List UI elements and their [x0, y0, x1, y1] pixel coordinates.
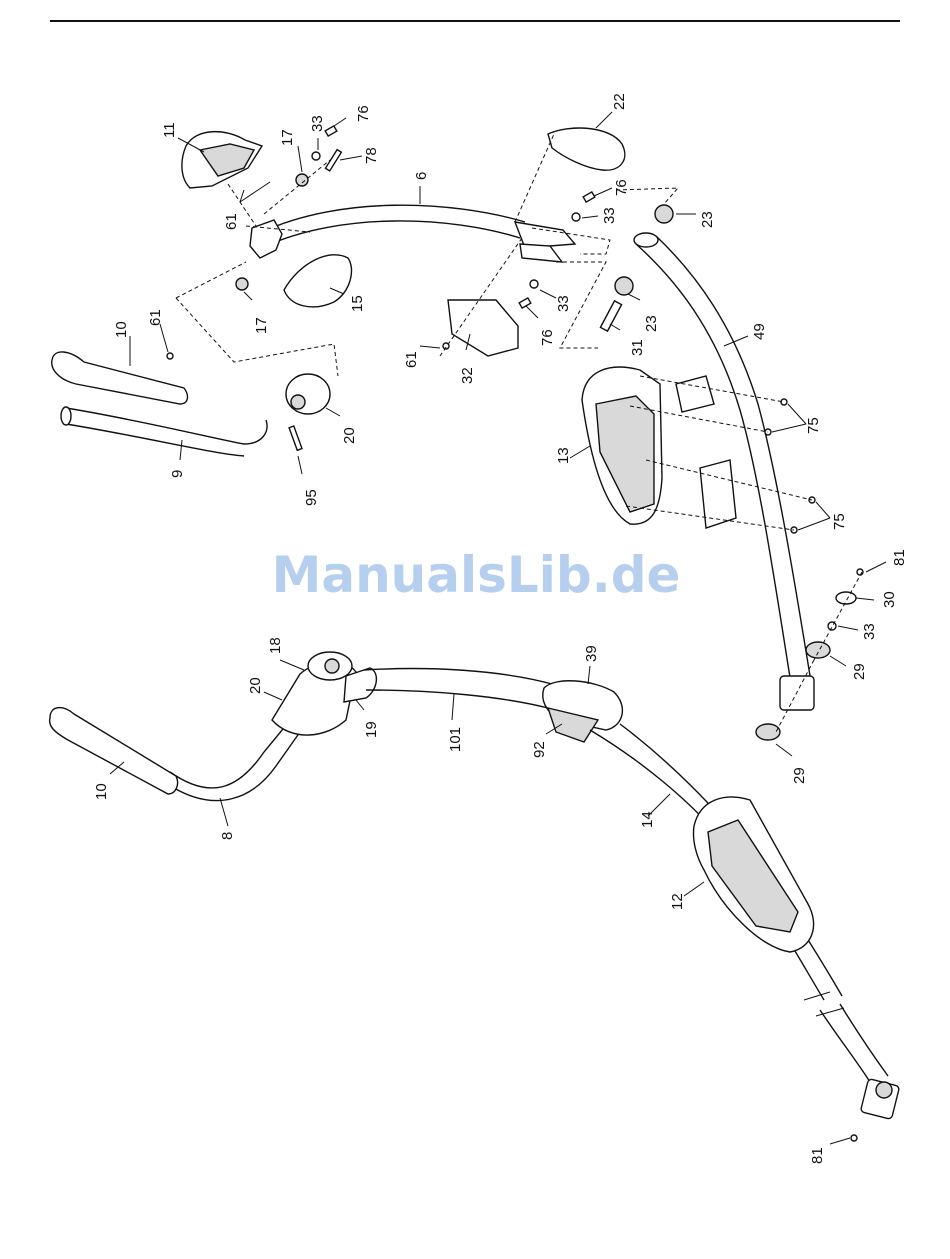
- part-20-18-19-pivot: [272, 652, 376, 735]
- callout-95: 95: [303, 489, 320, 506]
- callout-76: 76: [613, 179, 630, 196]
- callout-76: 76: [355, 105, 372, 122]
- callout-78: 78: [363, 147, 380, 164]
- callout-15: 15: [349, 295, 366, 312]
- part-76-screw-b: [583, 192, 595, 202]
- part-101-lower-arm: [364, 669, 552, 708]
- callout-17: 17: [279, 129, 296, 146]
- part-81-screw-a: [857, 569, 863, 575]
- callout-76: 76: [539, 329, 556, 346]
- callout-18: 18: [267, 637, 284, 654]
- part-32-bracket: [448, 300, 518, 356]
- part-10-grip-upper: [52, 352, 188, 404]
- part-9-handle: [61, 407, 267, 456]
- part-11-cover: [182, 132, 262, 188]
- part-76-screw-c: [519, 298, 531, 308]
- part-95-bolt: [289, 426, 302, 450]
- callout-61: 61: [223, 213, 240, 230]
- part-33-washer-a: [312, 152, 320, 160]
- callout-6: 6: [413, 172, 430, 180]
- part-81-screw-b: [851, 1135, 857, 1141]
- part-17-bushing-lower: [236, 278, 248, 290]
- part-75-screw-a: [781, 399, 787, 405]
- part-33-washer-d: [828, 622, 836, 630]
- callout-14: 14: [639, 811, 656, 828]
- callout-11: 11: [161, 122, 178, 138]
- part-61-screw-b: [167, 353, 173, 359]
- callout-33: 33: [861, 623, 878, 640]
- callout-81: 81: [891, 549, 908, 566]
- part-13-pedal: [582, 367, 662, 524]
- callout-101: 101: [447, 727, 464, 752]
- part-22-cap: [548, 128, 625, 170]
- watermark-text: ManualsLib.de: [272, 546, 681, 604]
- part-15-cover: [284, 255, 352, 307]
- part-31-axle: [600, 301, 621, 331]
- callout-20: 20: [341, 427, 358, 444]
- callout-10: 10: [113, 321, 130, 338]
- part-39-connector: [543, 681, 623, 742]
- callout-61: 61: [147, 309, 164, 326]
- part-8-handle: [170, 718, 300, 801]
- callout-10: 10: [93, 783, 110, 800]
- callout-31: 31: [629, 339, 646, 356]
- callout-13: 13: [555, 447, 572, 464]
- callout-61: 61: [403, 351, 420, 368]
- part-76-screw-a: [325, 126, 337, 136]
- part-33-washer-c: [530, 280, 538, 288]
- callout-32: 32: [459, 367, 476, 384]
- callout-23: 23: [699, 211, 716, 228]
- leader-lines: [110, 112, 886, 1144]
- part-30-washer: [836, 592, 856, 604]
- callout-29: 29: [851, 663, 868, 680]
- part-20-cap-upper: [286, 374, 330, 414]
- part-10-grip-lower: [50, 708, 178, 794]
- callout-29: 29: [791, 767, 808, 784]
- pedal-bracket-top: [676, 376, 714, 412]
- callout-39: 39: [583, 645, 600, 662]
- callout-20: 20: [247, 677, 264, 694]
- callout-92: 92: [531, 741, 548, 758]
- callout-17: 17: [253, 317, 270, 334]
- callout-labels: 22 33 76 11 17 78 6 76 33 23 61 23 33 76…: [93, 93, 908, 1164]
- callout-33: 33: [309, 115, 326, 132]
- part-23-bearing-upper: [655, 205, 673, 223]
- callout-22: 22: [611, 93, 628, 110]
- callout-81: 81: [809, 1147, 826, 1164]
- callout-33: 33: [555, 295, 572, 312]
- part-23-bearing-lower: [615, 277, 633, 295]
- callout-23: 23: [643, 315, 660, 332]
- callout-49: 49: [751, 323, 768, 340]
- callout-12: 12: [669, 893, 686, 910]
- callout-9: 9: [169, 470, 186, 478]
- callout-75: 75: [831, 513, 848, 530]
- part-17-bushing-upper: [296, 174, 308, 186]
- callout-30: 30: [881, 591, 898, 608]
- part-29-bearing-lower: [756, 724, 780, 740]
- callout-75: 75: [805, 417, 822, 434]
- part-6-upper-arm: [250, 205, 575, 262]
- part-12-pedal: [693, 797, 813, 952]
- callout-19: 19: [363, 721, 380, 738]
- part-29-bearing-upper: [806, 642, 830, 658]
- part-78-bolt: [325, 150, 341, 171]
- part-33-washer-b: [572, 213, 580, 221]
- callout-33: 33: [601, 207, 618, 224]
- callout-8: 8: [219, 832, 236, 840]
